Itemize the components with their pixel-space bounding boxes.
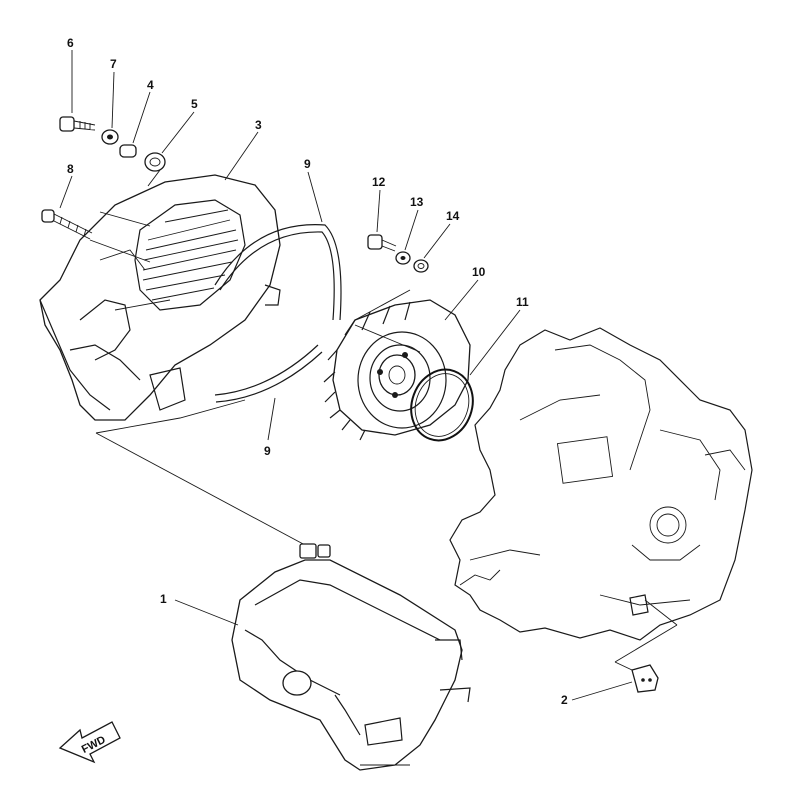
callout-8: 8 — [67, 162, 74, 176]
callout-12: 12 — [372, 175, 386, 189]
callout-labels: 6 7 4 5 3 8 9 9 12 13 14 10 11 1 2 — [67, 36, 568, 707]
engine-crankcase — [449, 327, 753, 641]
washer-part-7 — [101, 129, 119, 145]
hose-part-9-upper — [214, 224, 342, 321]
callout-14: 14 — [446, 209, 460, 223]
collar-part-4 — [119, 144, 137, 158]
leader-lines — [59, 50, 633, 701]
fan-fins — [323, 301, 411, 441]
cooling-fan-part-10 — [323, 299, 471, 441]
assembly-lines-fan — [354, 289, 421, 353]
callout-4: 4 — [147, 78, 154, 92]
clip-part-2 — [614, 599, 678, 693]
callout-13: 13 — [410, 195, 424, 209]
callout-7: 7 — [110, 57, 117, 71]
callout-3: 3 — [255, 118, 262, 132]
grommet-part-5 — [144, 152, 166, 172]
callout-1: 1 — [160, 592, 167, 606]
callout-5: 5 — [191, 97, 198, 111]
callout-10: 10 — [472, 265, 486, 279]
fan-shroud-part-3 — [39, 174, 281, 421]
callout-11: 11 — [516, 295, 529, 309]
callout-2: 2 — [561, 693, 568, 707]
assembly-lines-left — [89, 169, 306, 546]
callout-9-upper: 9 — [304, 157, 311, 171]
washer-part-14 — [413, 259, 429, 273]
fwd-arrow: FWD — [58, 721, 121, 764]
callout-6: 6 — [67, 36, 74, 50]
hose-part-9-lower — [214, 344, 323, 403]
o-ring-part-11 — [410, 368, 474, 442]
bolt-part-12 — [367, 234, 397, 252]
air-duct-cover-part-1 — [231, 543, 471, 771]
washer-part-13 — [395, 251, 411, 265]
callout-9-lower: 9 — [264, 444, 271, 458]
bolt-part-6 — [59, 116, 96, 132]
shroud-grille — [142, 209, 239, 301]
screw-part-8 — [41, 209, 93, 240]
